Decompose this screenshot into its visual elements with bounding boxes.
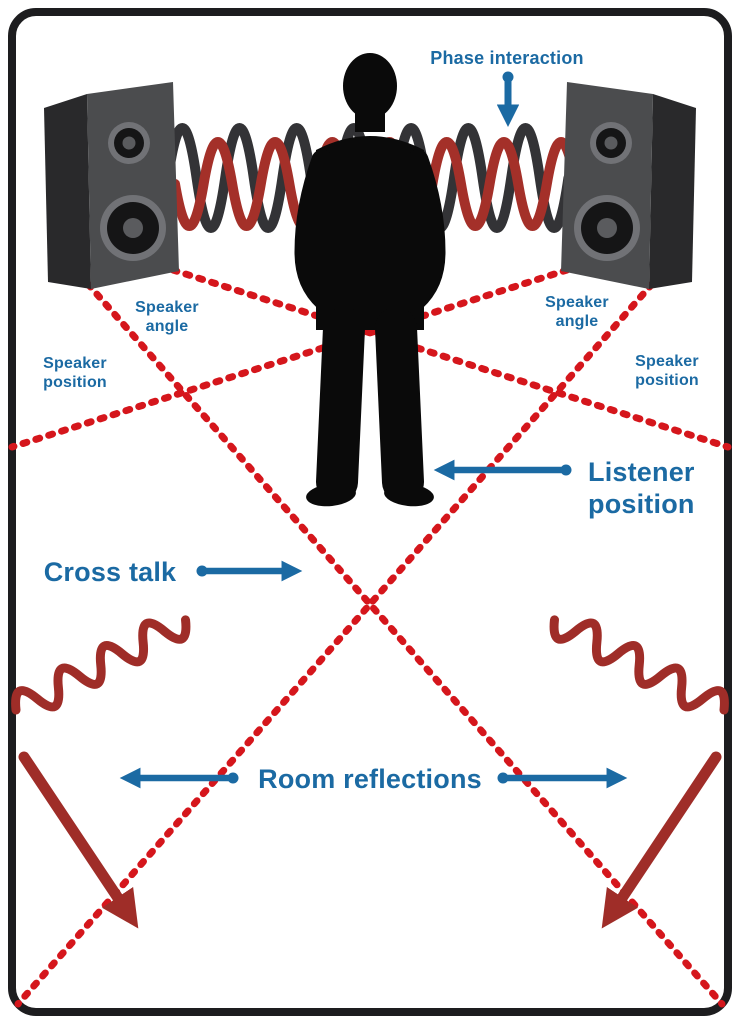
diagram-labels: Phase interaction Speaker angle Speaker … — [43, 48, 699, 794]
listener-arrow-tail-dot — [560, 464, 572, 476]
reflection-wave-right-icon — [547, 607, 731, 724]
speaker-angle-left-label-line2: angle — [146, 318, 189, 335]
speaker-position-left-label-line2: position — [43, 374, 107, 391]
room-right-arrow-tail-dot — [497, 772, 509, 784]
room-border — [8, 8, 732, 1016]
room-reflection-right-group — [547, 607, 731, 929]
reflection-arrow-right-icon — [601, 751, 722, 929]
reflection-wave-left-icon — [9, 607, 193, 724]
listener-position-label-line1: Listener — [588, 457, 695, 487]
speaker-angle-right-label-line2: angle — [556, 313, 599, 330]
listener-neck — [355, 104, 385, 132]
right-woofer-cap — [597, 218, 617, 238]
speaker-position-right-label-line2: position — [635, 372, 699, 389]
listener-foot-right — [384, 483, 434, 507]
listener-leg-right — [375, 307, 424, 503]
phase-arrow-tail-dot — [502, 71, 514, 83]
listener-arm-right — [404, 149, 446, 312]
left-speaker — [44, 82, 179, 289]
listener-silhouette — [294, 53, 446, 507]
right-tweeter-cap — [604, 136, 618, 150]
cross-talk-label: Cross talk — [44, 557, 177, 587]
dotted-line-left-speaker-reflection — [84, 280, 726, 1008]
speaker-path-lines — [8, 266, 732, 1008]
cross-talk-arrow-tail-dot — [196, 565, 208, 577]
left-tweeter-cap — [122, 136, 136, 150]
listener-foot-left — [306, 483, 356, 507]
speaker-angle-right-label-line1: Speaker — [545, 294, 609, 311]
speaker-position-right-label-line1: Speaker — [635, 353, 699, 370]
right-speaker-side-panel — [649, 94, 696, 289]
dotted-line-right-speaker-to-listener — [8, 266, 571, 451]
left-woofer-cap — [123, 218, 143, 238]
room-left-arrow-tail-dot — [227, 772, 239, 784]
dotted-line-left-speaker-to-listener — [169, 266, 732, 451]
listener-leg-left — [316, 307, 365, 503]
reflection-arrow-left-icon — [18, 751, 139, 929]
right-speaker — [561, 82, 696, 289]
listener-position-label-line2: position — [588, 489, 695, 519]
left-speaker-side-panel — [44, 94, 91, 289]
annotation-arrows — [119, 71, 628, 789]
speaker-position-left-label-line1: Speaker — [43, 355, 107, 372]
listener-head — [343, 53, 397, 119]
phase-interaction-label: Phase interaction — [430, 48, 583, 68]
room-reflection-left-group — [9, 607, 193, 929]
dotted-line-right-speaker-reflection — [14, 280, 656, 1008]
speaker-angle-left-label-line1: Speaker — [135, 299, 199, 316]
listener-arm-left — [294, 149, 336, 312]
room-reflections-label: Room reflections — [258, 764, 482, 794]
listener-torso — [313, 136, 427, 318]
